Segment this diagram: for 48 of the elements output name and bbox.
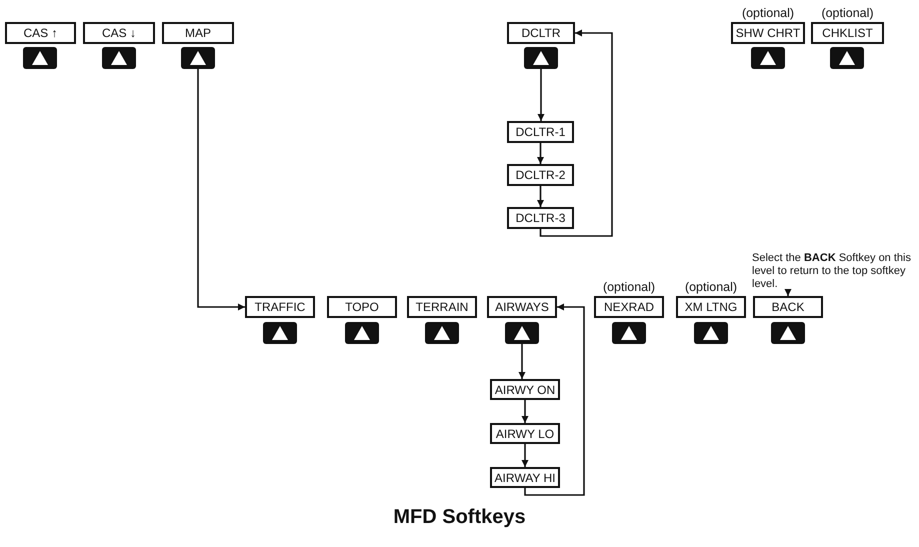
arrow xyxy=(522,444,528,467)
softkey-label: AIRWAY HI xyxy=(490,467,560,488)
arrow xyxy=(784,289,792,296)
softkey-button xyxy=(612,322,646,344)
softkey-label: TOPO xyxy=(327,296,397,318)
softkey-button xyxy=(830,47,864,69)
softkey-label: BACK xyxy=(753,296,823,318)
softkey-label: MAP xyxy=(162,22,234,44)
softkey-button xyxy=(181,47,215,69)
arrow xyxy=(538,69,544,121)
softkey-button xyxy=(505,322,539,344)
softkey-label: AIRWAYS xyxy=(487,296,557,318)
softkey-button xyxy=(23,47,57,69)
arrow xyxy=(197,69,245,310)
softkey-label: NEXRAD xyxy=(594,296,664,318)
softkey-button xyxy=(524,47,558,69)
arrow xyxy=(522,400,528,423)
arrow xyxy=(540,30,613,237)
softkey-button xyxy=(694,322,728,344)
instruction-note: Select the BACK Softkey on this level to return to the top softkey level. xyxy=(752,252,918,291)
optional-note: (optional) xyxy=(684,280,738,294)
softkey-button xyxy=(263,322,297,344)
softkey-label: TERRAIN xyxy=(407,296,477,318)
softkey-button xyxy=(751,47,785,69)
optional-note: (optional) xyxy=(742,6,794,20)
softkey-button xyxy=(771,322,805,344)
optional-note: (optional) xyxy=(821,6,874,20)
softkey-label: CHKLIST xyxy=(811,22,884,44)
softkey-button xyxy=(345,322,379,344)
softkey-label: AIRWY LO xyxy=(490,423,560,444)
optional-note: (optional) xyxy=(602,280,656,294)
softkey-label: CAS ↓ xyxy=(83,22,155,44)
arrow xyxy=(537,143,544,164)
arrow xyxy=(537,186,544,207)
softkey-label: AIRWY ON xyxy=(490,379,560,400)
softkey-label: DCLTR-2 xyxy=(507,164,574,186)
softkey-button xyxy=(425,322,459,344)
softkey-label: SHW CHRT xyxy=(731,22,805,44)
arrow xyxy=(518,344,526,379)
softkey-label: DCLTR-1 xyxy=(507,121,574,143)
arrow xyxy=(524,304,585,496)
softkey-label: XM LTNG xyxy=(676,296,746,318)
softkey-label: CAS ↑ xyxy=(5,22,76,44)
softkey-button xyxy=(102,47,136,69)
diagram-title: MFD Softkeys xyxy=(392,506,527,529)
softkey-label: DCLTR xyxy=(507,22,575,44)
softkey-label: DCLTR-3 xyxy=(507,207,574,229)
softkey-label: TRAFFIC xyxy=(245,296,315,318)
